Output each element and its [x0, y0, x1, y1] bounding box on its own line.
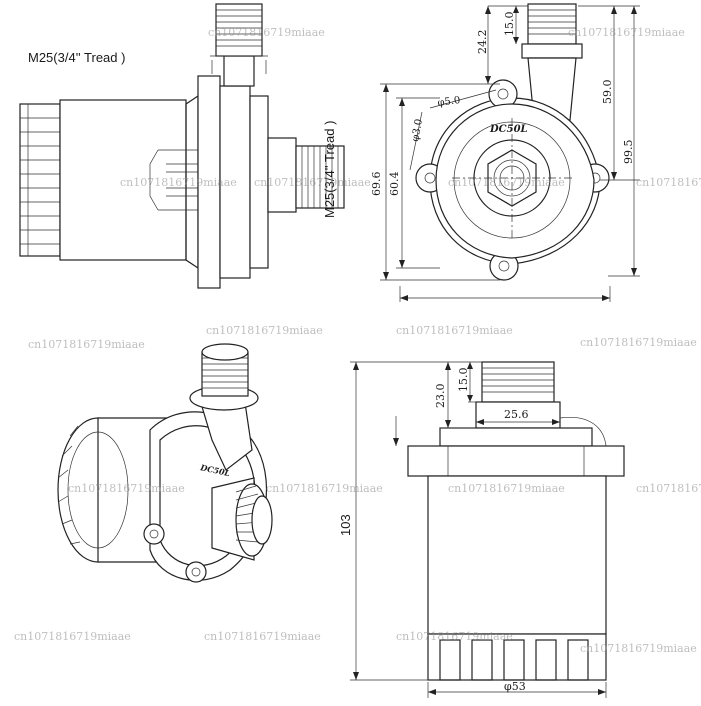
watermark-6: cn1071816719miaae [636, 176, 701, 189]
watermark-4: cn1071816719miaae [254, 176, 371, 189]
dim-256: 25.6 [504, 408, 529, 421]
watermark-12: cn1071816719miaae [266, 482, 383, 495]
watermarks: cn1071816719miaae cn1071816719miaae cn10… [14, 26, 701, 655]
watermark-17: cn1071816719miaae [396, 630, 513, 643]
dim-103: 103 [338, 514, 353, 536]
watermark-3: cn1071816719miaae [120, 176, 237, 189]
motor-end-cap [19, 103, 61, 257]
dim-696: 69.6 [370, 172, 383, 197]
watermark-5: cn1071816719miaae [448, 176, 565, 189]
watermark-10: cn1071816719miaae [580, 336, 697, 349]
watermark-1: cn1071816719miaae [208, 26, 325, 39]
model-label-front: DC50L [489, 124, 528, 135]
dim-604: 60.4 [388, 172, 401, 197]
outlet-neck [223, 55, 255, 87]
dim-23: 23.0 [434, 384, 447, 409]
elev-motor-fins [427, 633, 607, 681]
watermark-14: cn1071816719miaae [636, 482, 701, 495]
front-outlet-collar [521, 43, 583, 59]
watermark-11: cn1071816719miaae [68, 482, 185, 495]
watermark-15: cn1071816719miaae [14, 630, 131, 643]
inlet-nozzle-base [267, 137, 297, 213]
elev-motor-body [427, 475, 607, 635]
elevation-view: 103 23.0 15.0 25.6 φ53 [338, 361, 625, 698]
thread-label-top: M25(3/4'' Tread ) [28, 50, 125, 65]
watermark-8: cn1071816719miaae [206, 324, 323, 337]
watermark-13: cn1071816719miaae [448, 482, 565, 495]
dim-15-front: 15.0 [503, 12, 516, 37]
side-view: M25(3/4'' Tread ) M25(3/4'' Tread ) [19, 3, 345, 289]
elev-top-plate [439, 427, 593, 447]
iso-mount-lobe [143, 523, 165, 545]
watermark-9: cn1071816719miaae [396, 324, 513, 337]
front-view: DC50L 69.6 60.4 24.2 15.0 59.0 [370, 3, 640, 302]
impeller-hub [149, 149, 198, 211]
elev-flange [407, 445, 625, 477]
motor-body [59, 99, 187, 261]
dim-phi5: φ5.0 [437, 95, 461, 109]
isometric-view: DC50L [57, 343, 273, 583]
elev-cable [559, 416, 607, 447]
elev-outlet-collar [475, 401, 561, 429]
dim-995: 99.5 [622, 140, 635, 165]
dim-15-elev: 15.0 [457, 368, 470, 393]
watermark-7: cn1071816719miaae [28, 338, 145, 351]
dim-phi3: φ3.0 [410, 118, 425, 142]
watermark-2: cn1071816719miaae [568, 26, 685, 39]
watermark-16: cn1071816719miaae [204, 630, 321, 643]
thread-label-side: M25(3/4'' Tread ) [322, 121, 337, 218]
mount-hole-top [497, 88, 509, 100]
watermark-18: cn1071816719miaae [580, 642, 697, 655]
dim-59: 59.0 [601, 80, 614, 105]
dim-242: 24.2 [476, 30, 489, 55]
dim-phi53: φ53 [504, 680, 526, 693]
